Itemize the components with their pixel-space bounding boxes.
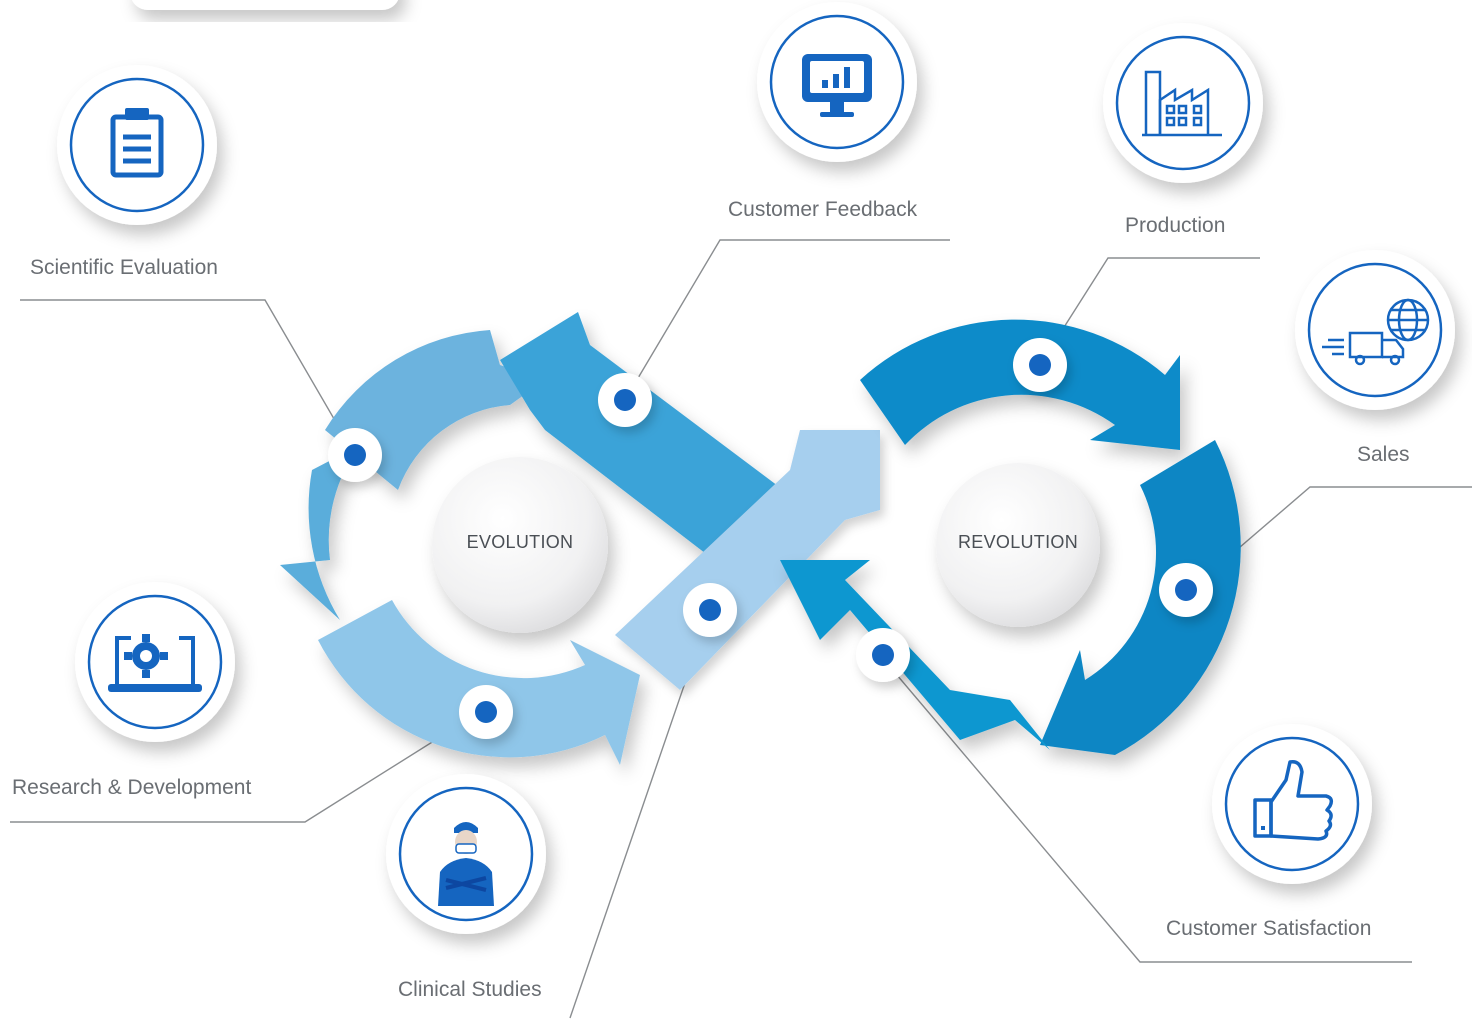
badge-research-development <box>75 582 235 742</box>
stage-markers <box>328 338 1213 739</box>
badge-scientific-evaluation <box>57 65 217 225</box>
revolution-loop <box>780 319 1241 755</box>
revolution-label: REVOLUTION <box>957 532 1079 552</box>
thumbs-up-icon <box>1253 759 1334 841</box>
leader-lines <box>10 239 1472 1019</box>
laptop-gear-icon <box>108 634 202 692</box>
evolution-label: EVOLUTION <box>466 532 574 552</box>
evolution-arc-bottom <box>318 600 640 765</box>
badge-clinical-studies <box>386 774 546 934</box>
label-production: Production <box>1125 214 1226 237</box>
revolution-hub <box>936 463 1100 627</box>
evolution-hub <box>432 457 608 633</box>
icon-badges <box>57 2 1455 934</box>
revolution-arc-top <box>860 319 1180 450</box>
revolution-arc-right <box>1040 440 1241 755</box>
label-customer-feedback: Customer Feedback <box>728 198 918 221</box>
factory-icon <box>1142 70 1222 137</box>
label-scientific-evaluation: Scientific Evaluation <box>30 256 218 279</box>
label-clinical-studies: Clinical Studies <box>398 978 542 1001</box>
truck-globe-icon <box>1322 298 1430 366</box>
top-card-fragment <box>131 0 399 10</box>
doctor-icon <box>438 822 494 906</box>
evolution-cross-arrow <box>500 312 810 580</box>
evolution-arc-left <box>280 445 360 620</box>
badge-customer-feedback <box>757 2 917 162</box>
monitor-chart-icon <box>802 54 872 117</box>
badge-sales <box>1295 250 1455 410</box>
label-research-development: Research & Development <box>12 776 252 799</box>
label-customer-satisfaction: Customer Satisfaction <box>1166 917 1372 940</box>
badge-customer-satisfaction <box>1212 724 1372 884</box>
revolution-cross-arrow <box>780 560 1050 750</box>
crossing-arrow-light <box>615 430 880 690</box>
label-sales: Sales <box>1357 443 1410 466</box>
badge-production <box>1103 23 1263 183</box>
